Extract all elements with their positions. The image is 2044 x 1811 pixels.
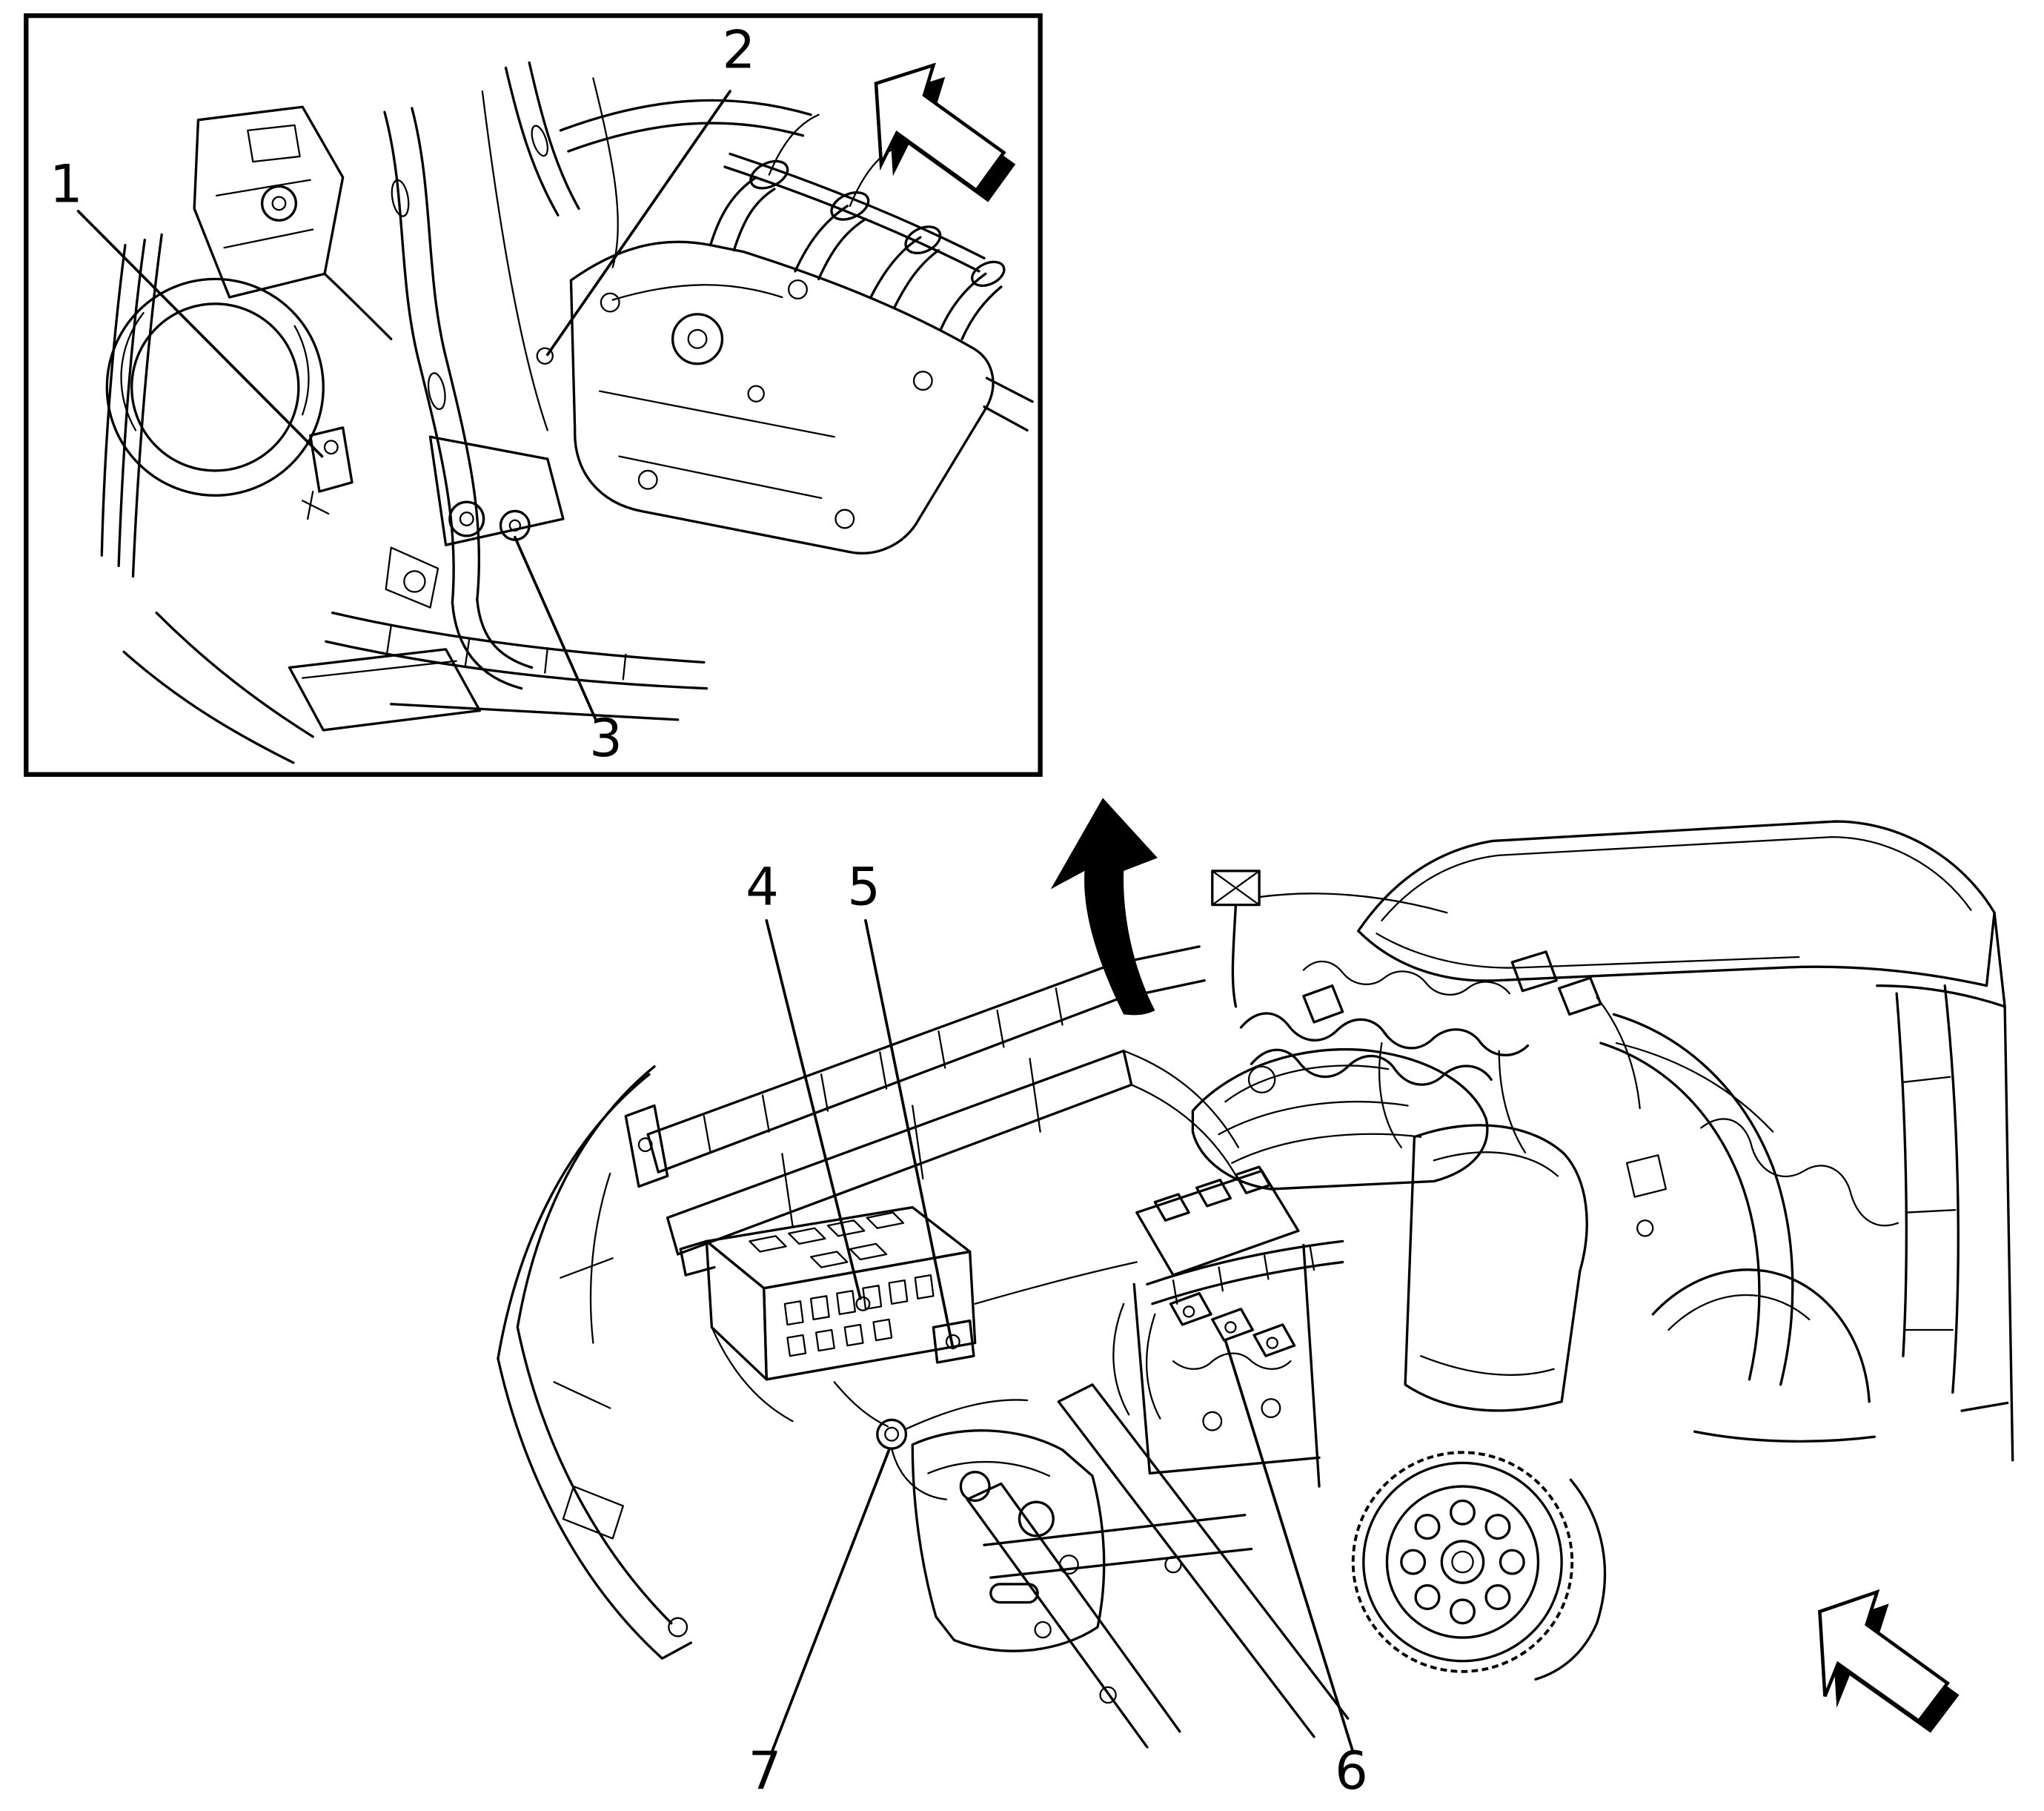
callout-2-target-bolt xyxy=(536,347,554,365)
callout-3-label: 3 xyxy=(589,708,623,769)
callout-6-leader xyxy=(1224,1339,1355,1754)
callout-3-leader xyxy=(513,535,597,721)
callout-3: 3 xyxy=(513,535,623,769)
front-end-module xyxy=(624,945,1240,1256)
bellhousing-edge xyxy=(1534,1478,1607,1681)
drive-belt xyxy=(100,233,163,578)
relay xyxy=(932,1320,975,1364)
fuse-block xyxy=(679,1205,1138,1423)
callout-5: 5 xyxy=(847,857,955,1350)
callout-7-label: 7 xyxy=(749,1741,782,1801)
valve-cover-coils xyxy=(1135,1165,1344,1305)
engine-mount-panel xyxy=(1404,1124,1588,1412)
engine-block xyxy=(1112,1244,1321,1488)
main-direction-arrow-icon xyxy=(1818,1589,1960,1733)
callout-5-leader xyxy=(864,918,955,1350)
bumper-fascia xyxy=(497,1065,692,1660)
alternator-bracket xyxy=(193,105,393,340)
valve-cover-edge xyxy=(559,99,812,153)
callout-4-label: 4 xyxy=(746,857,779,918)
lower-support-bracket xyxy=(911,1429,1106,1652)
callout-1-leader xyxy=(76,210,324,458)
callout-2-label: 2 xyxy=(722,19,755,80)
callout-4-leader xyxy=(765,918,862,1300)
inset-direction-arrow-icon xyxy=(874,62,1016,202)
callout-2-leader xyxy=(545,90,731,357)
callout-6: 6 xyxy=(1224,1339,1368,1801)
intake-manifold xyxy=(1191,1047,1489,1191)
inset-view: 1 2 3 xyxy=(24,13,1043,777)
harness-connector xyxy=(833,1381,1029,1500)
frame-rails xyxy=(966,1383,1350,1749)
callout-4-target-bolt xyxy=(855,1296,871,1311)
callout-7: 7 xyxy=(749,1448,891,1801)
callout-6-label: 6 xyxy=(1335,1741,1368,1801)
callout-1-label: 1 xyxy=(50,154,83,215)
flywheel xyxy=(1351,1451,1574,1673)
frame-edge xyxy=(122,377,1034,764)
coolant-hose xyxy=(383,107,534,690)
callout-4: 4 xyxy=(746,857,862,1300)
exhaust-manifold xyxy=(569,240,995,554)
intake-runners-fuel-rail xyxy=(709,113,1006,340)
main-view: 4 5 6 7 xyxy=(497,798,2014,1801)
radiator-support-bracket xyxy=(1211,870,1448,1008)
callout-1: 1 xyxy=(50,154,324,458)
callout-7-leader xyxy=(770,1448,891,1754)
mount-bracket xyxy=(385,435,565,609)
ignition-coil-cluster xyxy=(1169,1292,1296,1370)
detail-zoom-arrow-icon xyxy=(1050,798,1158,1016)
oil-pan xyxy=(288,611,709,732)
vacuum-hose xyxy=(481,61,619,431)
inset-border xyxy=(24,13,1043,777)
hood xyxy=(1357,820,2006,1008)
cowl-panel xyxy=(1895,984,2014,1462)
fender xyxy=(1596,996,1899,1443)
callout-5-label: 5 xyxy=(847,857,880,918)
engine-wiring-harness xyxy=(1239,950,1774,1153)
crankshaft-pulley xyxy=(105,277,325,497)
callout-2: 2 xyxy=(536,19,755,365)
camshaft-sensor xyxy=(301,426,354,520)
